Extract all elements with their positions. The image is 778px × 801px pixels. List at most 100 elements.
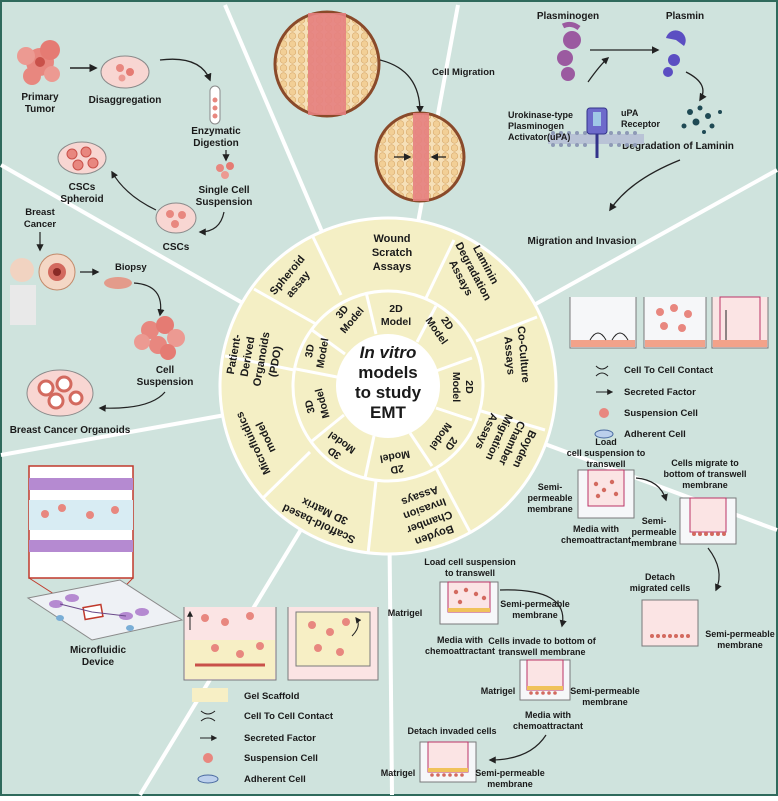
wound-dish-bottom [374, 111, 466, 203]
svg-text:membrane: membrane [631, 538, 677, 548]
label-matrigel2: Matrigel [481, 686, 516, 696]
boyden-migration-panel: Load cell suspension to transwell Semi- … [527, 437, 775, 650]
svg-text:Suspension: Suspension [137, 377, 194, 388]
center-title-line3: to study [355, 383, 422, 402]
label-organoids: Breast Cancer Organoids [10, 425, 131, 436]
svg-text:Scratch: Scratch [372, 247, 413, 259]
svg-text:Model: Model [379, 448, 411, 465]
label-primary-tumor: Primary [21, 92, 59, 103]
transwell-1 [577, 469, 635, 519]
svg-text:Model: Model [381, 316, 411, 328]
tube-icon [209, 85, 221, 125]
label-matrigel3: Matrigel [381, 768, 416, 778]
wheel: In vitro models to study EMT Wound Scrat… [218, 216, 558, 556]
invasion-transwell-3 [419, 741, 477, 783]
svg-text:3D: 3D [303, 343, 317, 359]
invasion-transwell-2 [519, 659, 571, 701]
svg-text:membrane: membrane [487, 779, 533, 789]
label-cscs: CSCs [163, 242, 190, 253]
plasminogen-icon [557, 21, 581, 81]
scaffold-well-1 [183, 607, 277, 681]
label-migration-invasion: Migration and Invasion [528, 236, 637, 247]
transwell-2 [679, 497, 737, 545]
label-semi2: Semi- [642, 516, 667, 526]
label-cscs-spheroid: CSCs [69, 182, 96, 193]
svg-text:bottom of transwell: bottom of transwell [664, 469, 747, 479]
legend-scaffold-contact: Cell To Cell Contact [244, 711, 334, 722]
svg-text:Spheroid: Spheroid [60, 194, 103, 205]
label-upa: Urokinase-type [508, 110, 573, 120]
svg-text:membrane: membrane [682, 480, 728, 490]
patient-icon [10, 253, 76, 325]
svg-text:to transwell: to transwell [445, 568, 495, 578]
label-invasion-semi3: Semi-permeable [475, 768, 545, 778]
label-microfluidic: Microfluidic [70, 645, 127, 656]
legend-suspension-cell: Suspension Cell [624, 408, 698, 419]
svg-text:Co-Culture: Co-Culture [515, 326, 532, 384]
label-semi1: Semi- [538, 482, 563, 492]
svg-text:Model: Model [314, 337, 331, 369]
outer-label-wound-scratch: Wound Scratch Assays [372, 233, 413, 273]
spheroid-panel: Primary Tumor Disaggregation Enzymatic D… [17, 40, 252, 253]
label-enzymatic: Enzymatic [191, 126, 241, 137]
label-biopsy: Biopsy [115, 262, 147, 273]
svg-text:migrated cells: migrated cells [630, 583, 691, 593]
laminin-panel: Plasminogen Plasmin Degradation of Lamin… [508, 11, 734, 247]
pdo-panel: Breast Cancer Biopsy Cell Suspension Bre… [10, 207, 194, 436]
inner-label-top: 2D Model [381, 303, 411, 328]
svg-text:membrane: membrane [717, 640, 763, 650]
upa-receptor-icon [548, 107, 644, 158]
svg-text:transwell membrane: transwell membrane [498, 647, 585, 657]
svg-text:membrane: membrane [582, 697, 628, 707]
label-migration-load: Load [595, 437, 617, 447]
outer-label-coculture: Co-Culture Assays [501, 326, 532, 384]
svg-text:2D: 2D [389, 462, 405, 476]
label-detach-migrated: Detach [645, 572, 675, 582]
plasmin-icon [663, 30, 686, 77]
cscs-dish-icon [155, 202, 197, 234]
cell-cluster-icon [134, 316, 185, 360]
label-media: Media with [573, 524, 619, 534]
wound-scratch-panel: Cell Migration [273, 10, 495, 203]
svg-text:permeable: permeable [631, 527, 676, 537]
transwell-3 [641, 599, 699, 647]
svg-text:2D: 2D [463, 380, 475, 394]
single-cells-icon [216, 162, 234, 179]
svg-text:Activator(uPA): Activator(uPA) [508, 132, 570, 142]
svg-text:Cancer: Cancer [24, 219, 57, 230]
inner-label-right: 2D Model [450, 372, 475, 402]
invasion-transwell-1 [439, 581, 499, 625]
svg-text:Plasminogen: Plasminogen [508, 121, 564, 131]
inner-label-bottom-right: 2D Model [379, 448, 411, 476]
label-invasion-semi2: Semi-permeable [570, 686, 640, 696]
center-title-line4: EMT [370, 403, 407, 422]
label-single-cell: Single Cell [198, 185, 249, 196]
svg-text:membrane: membrane [527, 504, 573, 514]
legend-scaffold-adherent: Adherent Cell [244, 774, 306, 785]
label-disaggregation: Disaggregation [89, 95, 162, 106]
label-upa-receptor: uPA [621, 108, 639, 118]
boyden-invasion-panel: Load cell suspension to transwell Matrig… [381, 557, 640, 789]
svg-text:Suspension: Suspension [196, 197, 253, 208]
svg-text:2D: 2D [389, 303, 403, 315]
inner-label-left: 3D Model [303, 337, 331, 369]
label-invasion-load: Load cell suspension [424, 557, 516, 567]
label-invasion-media1: Media with [437, 635, 483, 645]
primary-tumor-icon [17, 40, 60, 85]
center-title-line2: models [358, 363, 418, 382]
outer-label-pdo: Patient- Derived Organoids (PDO) [225, 331, 284, 387]
label-invasion-media2: Media with [525, 710, 571, 720]
petri-dish-icon [100, 55, 150, 89]
legend-cell-contact: Cell To Cell Contact [624, 365, 714, 376]
svg-text:Device: Device [82, 657, 115, 668]
label-cells-migrate: Cells migrate to [671, 458, 739, 468]
svg-text:chemoattractant: chemoattractant [561, 535, 631, 545]
biopsy-icon [104, 277, 132, 289]
label-cell-migration: Cell Migration [432, 67, 495, 78]
coculture-panel: Cell To Cell Contact Secreted Factor Sus… [569, 296, 769, 440]
svg-text:membrane: membrane [512, 610, 558, 620]
label-cells-invade: Cells invade to bottom of [488, 636, 597, 646]
label-plasmin: Plasmin [666, 11, 704, 22]
center-title-line1: In vitro [360, 343, 417, 362]
svg-text:(PDO): (PDO) [267, 345, 284, 378]
